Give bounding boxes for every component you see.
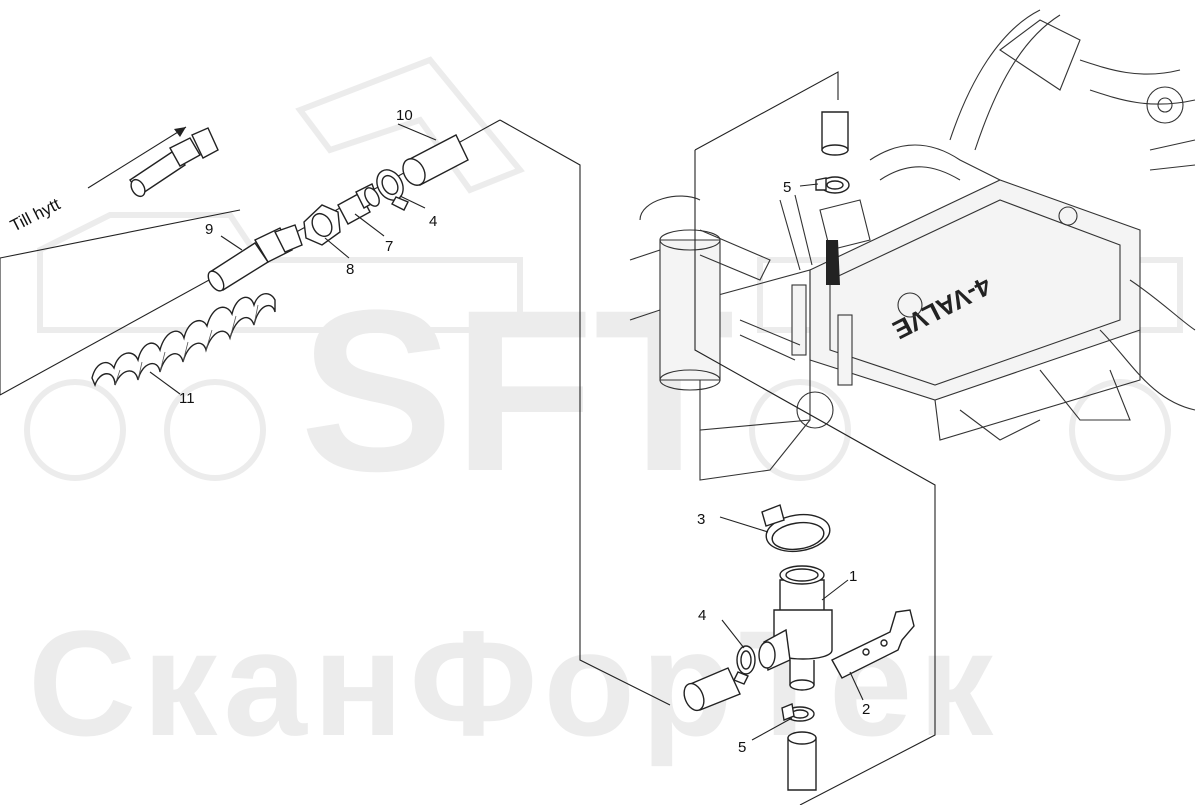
part-10-hose <box>402 134 469 186</box>
hose-stub-bottom <box>787 737 817 791</box>
callout-2: 2 <box>862 701 870 718</box>
watermark-company: СканФорТек <box>28 599 999 767</box>
part-8-nut <box>303 204 341 246</box>
upper-clamp-assembly <box>815 111 850 194</box>
callout-4-top: 4 <box>429 213 437 230</box>
part-4-clamp-bottom <box>733 645 756 685</box>
part-4-clamp-top <box>376 169 409 211</box>
part-1-t-piece <box>758 565 833 691</box>
callout-9: 9 <box>205 221 213 238</box>
callout-leaders <box>149 123 864 741</box>
callout-3: 3 <box>697 511 705 528</box>
callout-5-top: 5 <box>783 179 791 196</box>
part-5-clamp-bottom <box>781 703 815 722</box>
part-3-hose-clamp <box>761 504 831 553</box>
lower-t-piece-assembly <box>683 504 915 791</box>
part-5-clamp-top <box>815 176 850 194</box>
arrow-head-icon <box>174 127 186 137</box>
callout-10: 10 <box>396 107 413 124</box>
upper-hose-assembly <box>91 127 469 387</box>
callout-11: 11 <box>179 390 195 407</box>
callout-8: 8 <box>346 261 354 278</box>
engine-illustration: 4-VALVE <box>629 9 1196 481</box>
direction-arrow-line <box>87 126 187 189</box>
direction-label: Till hytt <box>7 194 63 235</box>
part-9-hose-fitting <box>207 224 303 292</box>
part-11-spiral-guard <box>91 293 276 387</box>
part-2-bracket <box>831 609 915 679</box>
callout-5-bottom: 5 <box>738 739 746 756</box>
callout-4-bottom: 4 <box>698 607 706 624</box>
callout-7: 7 <box>385 238 393 255</box>
callout-1: 1 <box>849 568 857 585</box>
part-7-nipple <box>337 183 380 225</box>
callouts: 10 9 8 7 4 11 5 3 1 4 2 5 <box>179 107 870 756</box>
watermark: SFT СканФорТек <box>24 56 1183 767</box>
